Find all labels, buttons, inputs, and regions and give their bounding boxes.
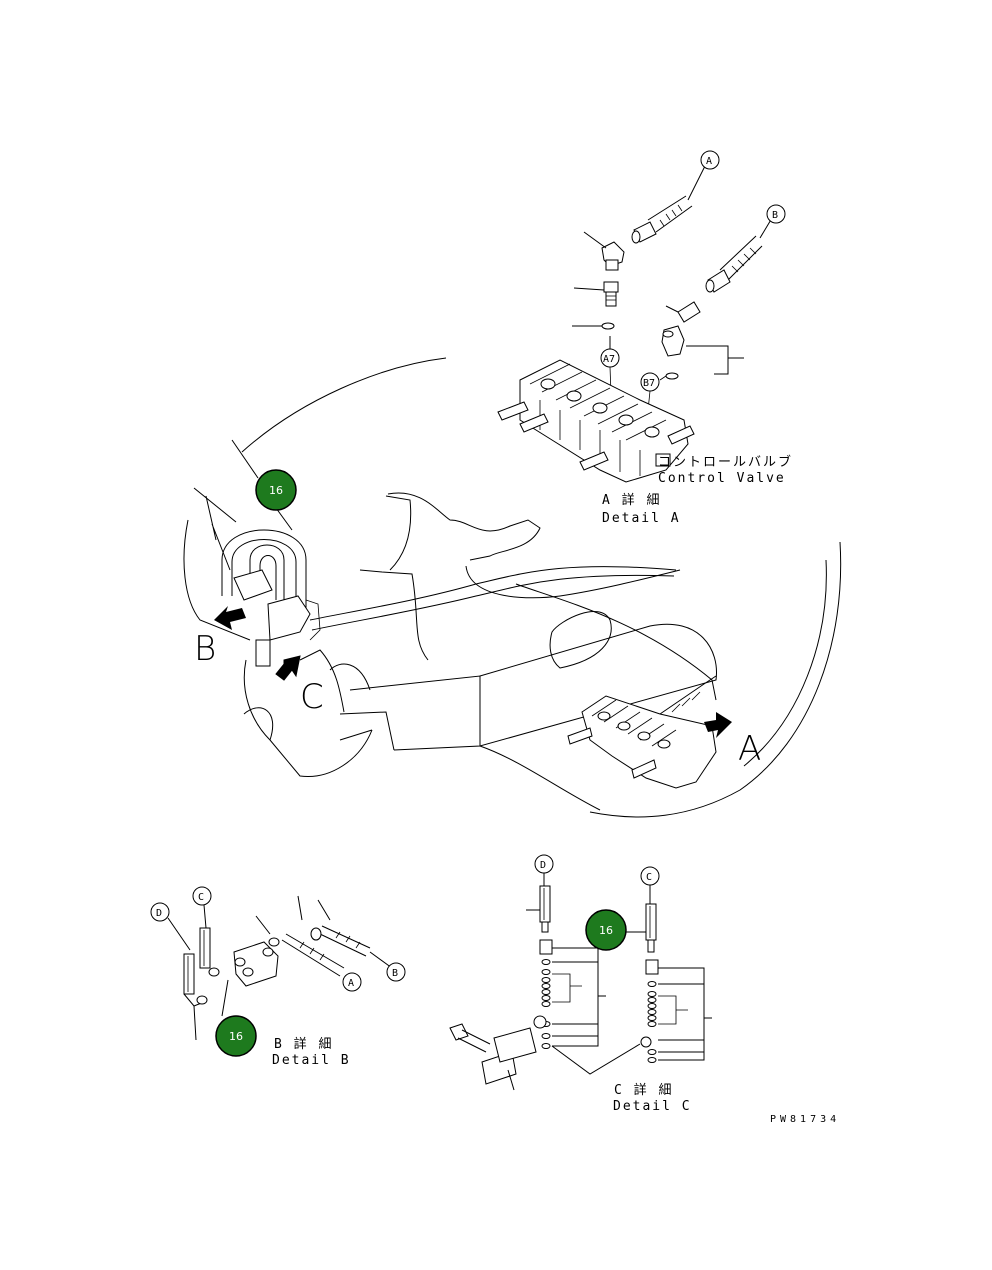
callout-a-top — [700, 150, 720, 170]
callout-a-b — [342, 972, 362, 992]
view-label-a: A — [738, 729, 761, 769]
elbow-fitting-left — [583, 231, 625, 271]
control-valve-en: Control Valve — [658, 471, 786, 486]
ref-badge-16-c — [585, 909, 627, 951]
o-ring-b — [665, 372, 679, 380]
detail-c-title-jp: C 詳 細 — [614, 1082, 673, 1098]
detail-a-title-jp: A 詳 細 — [602, 492, 661, 508]
detail-c: D C — [449, 854, 712, 1114]
ref-badge-16-b — [215, 1015, 257, 1057]
ref-badge-16-b-label: 16 — [229, 1030, 243, 1043]
callout-c-b-label: C — [198, 892, 204, 903]
bolt-c — [449, 1023, 491, 1053]
hose-loop-b-area — [221, 529, 321, 667]
callout-a-top-label: A — [706, 156, 712, 167]
machine-overview — [183, 357, 842, 818]
adapter-right — [665, 301, 701, 323]
view-label-c: C — [300, 677, 324, 717]
hose-a — [631, 163, 707, 244]
callout-a-b-label: A — [348, 978, 354, 989]
callout-d-c-label: D — [540, 860, 546, 871]
callout-b-b-label: B — [392, 968, 398, 979]
detail-a-title-en: Detail A — [602, 511, 681, 526]
control-valve-jp: コントロールバルブ — [658, 454, 793, 470]
elbow-fitting-right — [661, 325, 685, 357]
ref-badge-16-main — [255, 469, 297, 511]
view-arrow-b — [214, 606, 246, 630]
view-arrow-a — [704, 712, 732, 738]
callout-b7-label: B7 — [643, 378, 655, 389]
detail-b: D C A B 16 B 詳 細 Detail B — [150, 886, 406, 1068]
callout-b-top-label: B — [772, 210, 778, 221]
callout-d-b — [150, 902, 170, 922]
drawing-number: PW81734 — [770, 1114, 840, 1125]
hose-b — [705, 217, 773, 293]
ref-badge-16-c-label: 16 — [599, 924, 613, 937]
control-valve-main — [567, 675, 717, 789]
view-arrow-c — [275, 655, 301, 681]
o-ring-stack-right — [640, 981, 657, 1063]
o-ring-a — [601, 322, 615, 330]
callout-b-top — [766, 204, 786, 224]
control-valve-detail-a — [497, 359, 695, 483]
callout-c-c-label: C — [646, 872, 652, 883]
callout-d-b-label: D — [156, 908, 162, 919]
callout-c-b — [192, 886, 212, 906]
adapter-fitting — [573, 281, 619, 307]
callout-a7-label: A7 — [603, 354, 615, 365]
callout-b-b — [386, 962, 406, 982]
detail-c-title-en: Detail C — [613, 1099, 692, 1114]
view-label-b: B — [194, 629, 216, 669]
detail-a: A B — [497, 150, 793, 526]
o-ring-stack-left — [541, 959, 551, 1049]
ref-badge-16-main-label: 16 — [269, 484, 283, 497]
detail-b-title-en: Detail B — [272, 1053, 351, 1068]
detail-b-title-jp: B 詳 細 — [274, 1036, 333, 1052]
